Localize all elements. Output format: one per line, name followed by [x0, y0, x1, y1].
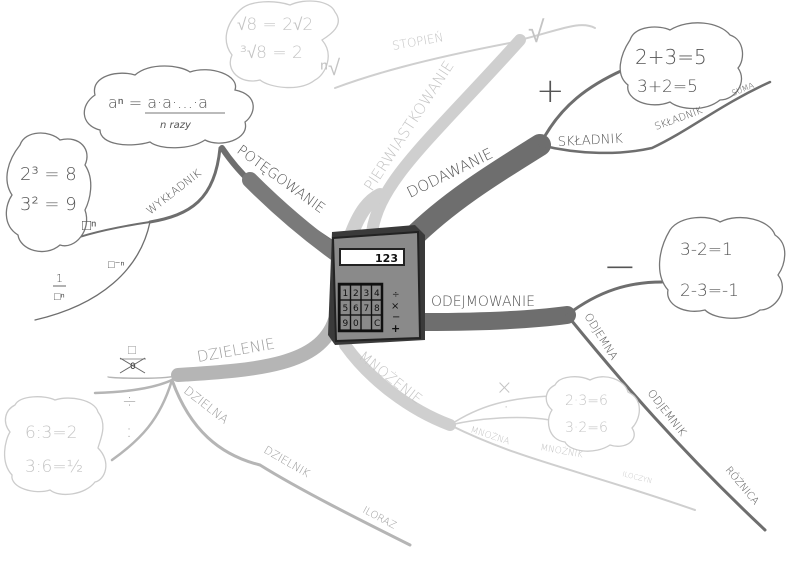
branch-dzielenie — [93, 313, 412, 547]
division-by-zero-forbidden-icon: □ 0 — [119, 343, 146, 374]
symbol-times: × — [496, 375, 513, 399]
calculator-key-label: 4 — [374, 289, 380, 299]
symbol-colon: : — [126, 421, 132, 442]
label-dzielnik: DZIELNIK — [262, 443, 313, 480]
calculator-key — [370, 314, 383, 331]
symbol-reciprocal-den: □ⁿ — [54, 290, 65, 303]
symbol-divide: ÷ — [122, 391, 137, 412]
branch-potegowanie — [34, 145, 346, 321]
cloud-power-definition — [83, 65, 254, 149]
calculator-key-label: 9 — [343, 319, 349, 329]
cloud-subtraction-examples — [658, 216, 786, 319]
calculator-key-label: 7 — [364, 304, 370, 314]
calculator-display-value: 123 — [375, 252, 398, 265]
calc-op-times: × — [391, 301, 399, 312]
forbidden-numerator: □ — [128, 343, 136, 358]
calculator-key-label: 3 — [364, 289, 370, 299]
calculator-key-label: 8 — [374, 304, 380, 314]
calc-op-divide: ÷ — [392, 290, 400, 300]
cloud-power-examples — [5, 132, 92, 253]
multiplication-example-1: 2·3=6 — [565, 393, 608, 409]
branch-dodawanie — [399, 68, 772, 251]
label-skladnik-2: SKŁADNIK — [653, 105, 704, 133]
root-example-2: ³√8 = 2 — [240, 43, 303, 63]
calc-op-minus: − — [392, 312, 400, 323]
label-wykladnik: WYKŁADNIK — [144, 166, 204, 217]
power-formula: aⁿ = a·a·…·a — [108, 93, 208, 112]
calculator-key-label: 2 — [353, 289, 359, 299]
branch-mnozenie — [339, 339, 696, 511]
power-example-2: 3² = 9 — [20, 194, 77, 215]
calculator-key-label: 5 — [343, 304, 349, 314]
label-odejmowanie: ODEJMOWANIE — [431, 294, 535, 310]
label-stopien: STOPIEŃ — [391, 29, 445, 53]
cloud-root-examples — [225, 0, 339, 89]
symbol-power: □ⁿ — [82, 216, 97, 234]
symbol-negative-power: □⁻ⁿ — [108, 258, 124, 271]
symbol-plus: + — [536, 71, 565, 111]
label-dzielna: DZIELNA — [181, 383, 231, 426]
label-iloczyn: ILOCZYN — [622, 470, 653, 485]
calculator-key-label: 0 — [353, 319, 359, 329]
label-skladnik-1: SKŁADNIK — [557, 132, 623, 150]
symbol-root: √ — [528, 15, 545, 50]
symbol-dot: · — [503, 395, 509, 419]
cloud-multiplication-examples — [545, 376, 641, 452]
calculator-key-label: C — [374, 319, 380, 329]
label-iloraz: ILORAZ — [361, 505, 398, 532]
symbol-nth-root: ⁿ√ — [320, 56, 341, 81]
power-formula-note: n razy — [160, 120, 192, 131]
addition-example-2: 3+2=5 — [637, 77, 698, 97]
subtraction-example-1: 3-2=1 — [680, 240, 733, 260]
label-roznica: RÓŻNICA — [723, 464, 763, 508]
calc-op-plus: + — [391, 322, 400, 335]
multiplication-example-2: 3·2=6 — [565, 420, 608, 436]
cloud-division-examples — [3, 396, 107, 496]
calculator-key-label: 6 — [353, 304, 359, 314]
division-example-1: 6:3=2 — [25, 423, 77, 443]
subtraction-example-2: 2-3=-1 — [680, 281, 739, 301]
symbol-reciprocal-num: 1 — [56, 272, 63, 285]
root-example-1: √8 = 2√2 — [237, 15, 313, 35]
branch-odejmowanie — [416, 280, 767, 532]
symbol-minus: − — [603, 244, 637, 290]
division-example-2: 3:6=½ — [25, 457, 83, 477]
addition-example-1: 2+3=5 — [635, 45, 707, 69]
calculator-display — [339, 248, 405, 266]
forbidden-zero: 0 — [130, 362, 136, 372]
cloud-addition-examples — [619, 22, 744, 110]
calculator-key-label: 1 — [343, 289, 349, 299]
power-example-1: 2³ = 8 — [20, 164, 77, 185]
